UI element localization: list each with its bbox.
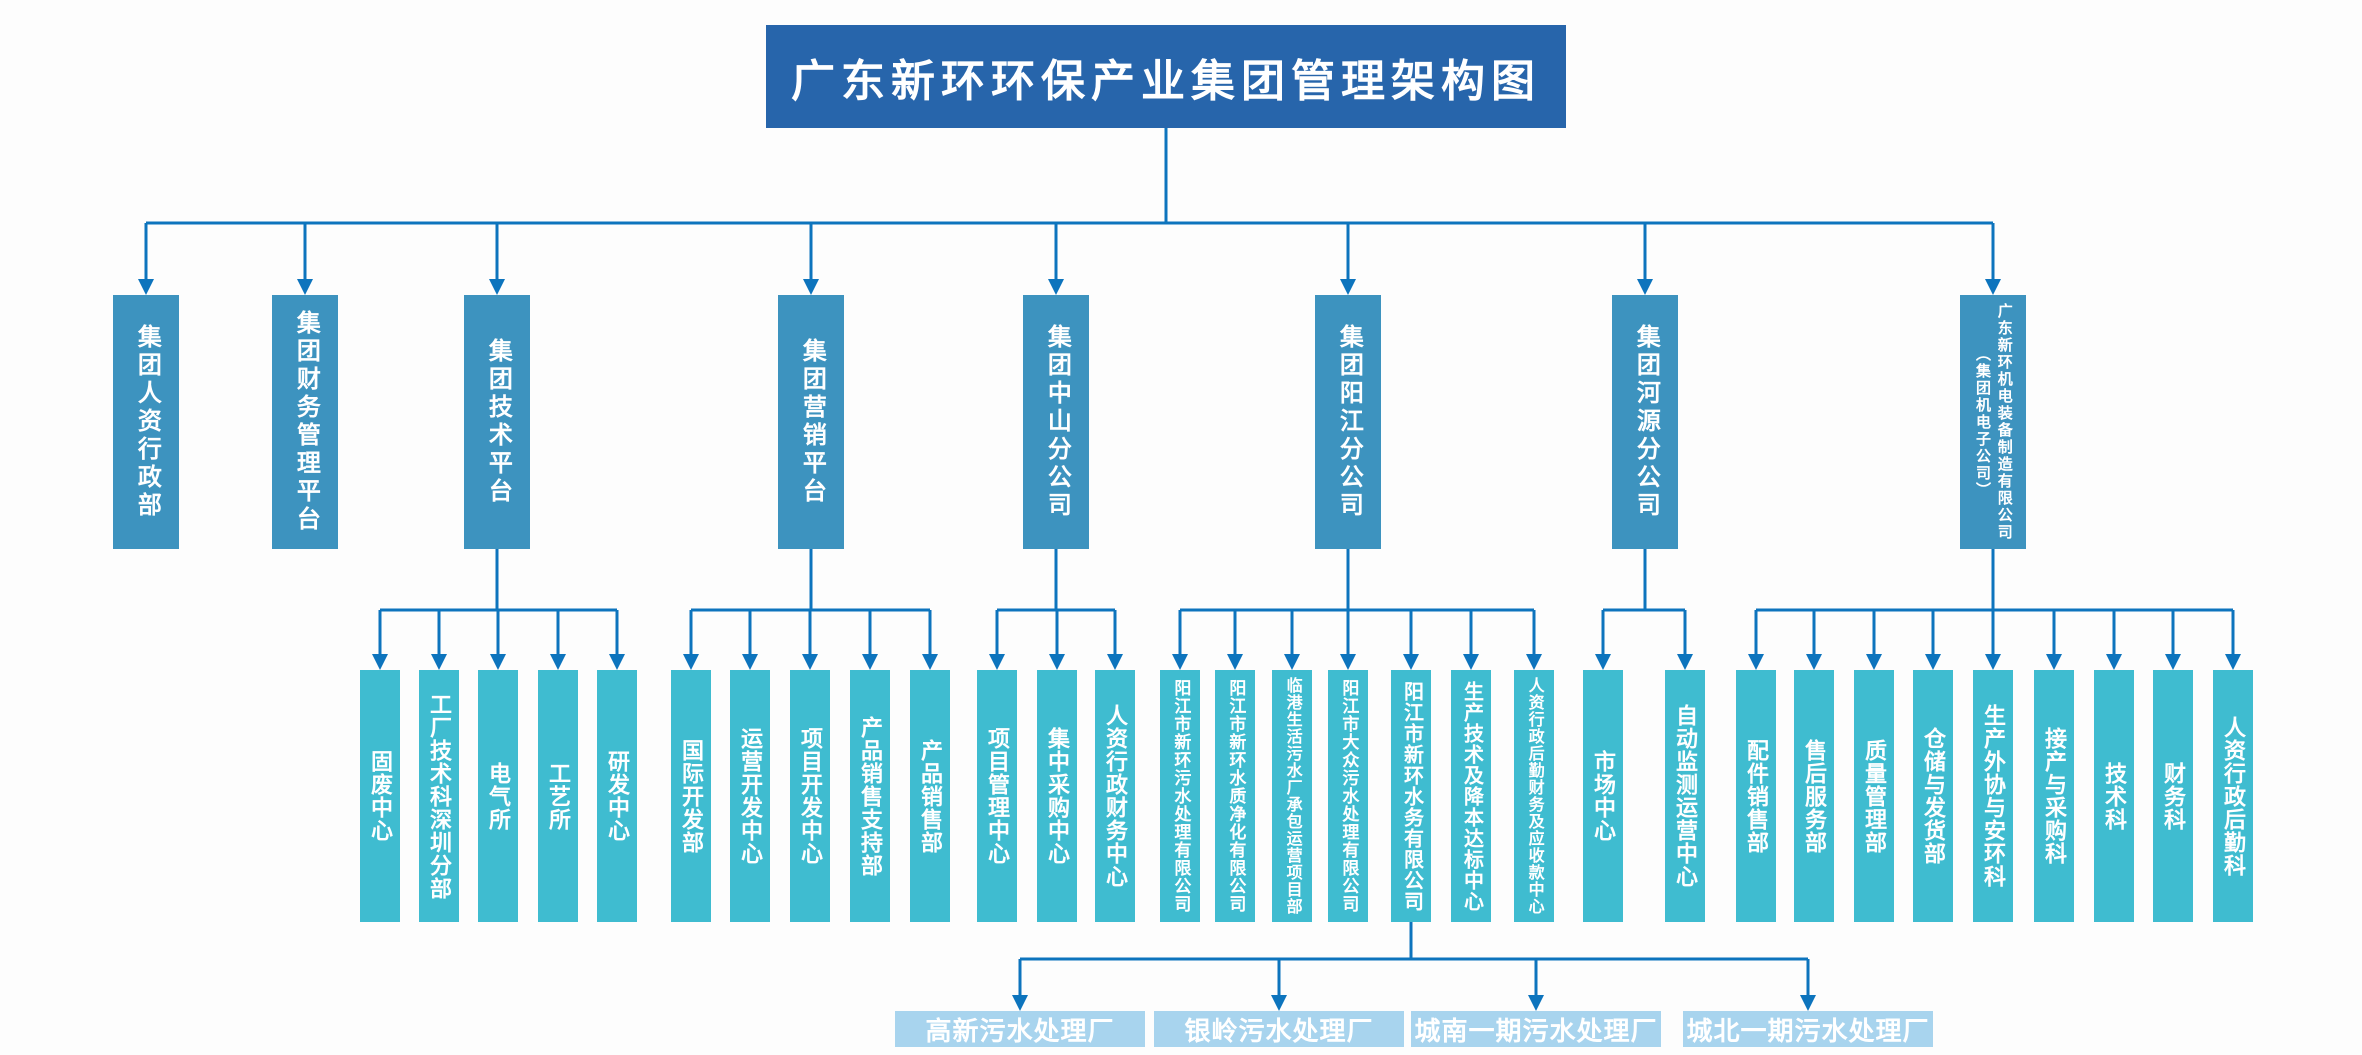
org-node-label: 集团河源分公司 — [1632, 324, 1660, 520]
org-node-label: 国际开发部 — [678, 738, 704, 854]
org-node-level3: 技术科 — [2094, 670, 2134, 922]
org-node-level3: 临港生活污水厂承包运营项目部 — [1272, 670, 1312, 922]
org-node-label: 生产技术及降本达标中心 — [1460, 680, 1483, 912]
org-node-label: 阳江市大众污水处理有限公司 — [1339, 679, 1359, 913]
org-node-label: 临港生活污水厂承包运营项目部 — [1283, 677, 1301, 915]
org-node-label: 集中采购中心 — [1044, 727, 1070, 865]
org-node-label: 银岭污水处理厂 — [1184, 1015, 1374, 1046]
org-node-label: 阳江市新环水务有限公司 — [1400, 680, 1423, 912]
org-node-label: 固废中心 — [367, 750, 393, 842]
org-node-level3: 产品销售部 — [910, 670, 950, 922]
org-node-level4: 城南一期污水处理厂 — [1411, 1011, 1661, 1047]
org-node-level3: 运营开发中心 — [730, 670, 770, 922]
org-node-level3: 电气所 — [478, 670, 518, 922]
org-node-level3: 集中采购中心 — [1037, 670, 1077, 922]
org-node-label: 人资行政财务中心 — [1102, 704, 1128, 888]
org-node-level3: 阳江市大众污水处理有限公司 — [1328, 670, 1368, 922]
org-node-level2: 广东新环机电装备制造有限公司（集团机电子公司） — [1960, 295, 2026, 549]
org-node-label: 市场中心 — [1590, 750, 1616, 842]
org-node-level3: 产品销售支持部 — [850, 670, 890, 922]
org-node-level3: 项目管理中心 — [977, 670, 1017, 922]
org-node-label: 集团阳江分公司 — [1335, 324, 1363, 520]
org-node-label: 城南一期污水处理厂 — [1414, 1015, 1658, 1046]
org-node-level3: 工厂技术科深圳分部 — [419, 670, 459, 922]
org-node-level3: 售后服务部 — [1794, 670, 1834, 922]
org-node-label: 电气所 — [485, 761, 511, 831]
org-node-level3: 市场中心 — [1583, 670, 1623, 922]
org-node-level2: 集团财务管理平台 — [272, 295, 338, 549]
org-node-level4: 城北一期污水处理厂 — [1683, 1011, 1933, 1047]
org-node-label: 工厂技术科深圳分部 — [426, 692, 452, 900]
org-node-level3: 人资行政后勤科 — [2213, 670, 2253, 922]
org-node-level3: 自动监测运营中心 — [1665, 670, 1705, 922]
org-node-level3: 人资行政后勤财务及应收款中心 — [1514, 670, 1554, 922]
org-node-label: 工艺所 — [545, 761, 571, 831]
org-node-label: 城北一期污水处理厂 — [1686, 1015, 1930, 1046]
org-node-level2: 集团中山分公司 — [1023, 295, 1089, 549]
org-node-level2: 集团人资行政部 — [113, 295, 179, 549]
org-node-label: 财务科 — [2160, 761, 2186, 831]
org-node-level3: 研发中心 — [597, 670, 637, 922]
org-node-label: 配件销售部 — [1743, 738, 1769, 854]
org-node-label: 接产与采购科 — [2041, 727, 2067, 865]
org-node-label: 生产外协与安环科 — [1980, 704, 2006, 888]
org-node-level3: 配件销售部 — [1736, 670, 1776, 922]
org-node-level4: 银岭污水处理厂 — [1154, 1011, 1404, 1047]
org-node-label: 自动监测运营中心 — [1672, 704, 1698, 888]
org-node-label: 阳江市新环污水处理有限公司 — [1171, 679, 1191, 913]
org-node-level3: 生产技术及降本达标中心 — [1451, 670, 1491, 922]
org-node-level3: 质量管理部 — [1854, 670, 1894, 922]
org-node-label: 售后服务部 — [1801, 738, 1827, 854]
org-node-level3: 国际开发部 — [671, 670, 711, 922]
org-node-label: 研发中心 — [604, 750, 630, 842]
org-node-label: 集团技术平台 — [484, 338, 512, 506]
org-node-level2: 集团技术平台 — [464, 295, 530, 549]
org-node-level3: 项目开发中心 — [790, 670, 830, 922]
org-node-label: 质量管理部 — [1861, 738, 1887, 854]
org-node-label: 项目管理中心 — [984, 727, 1010, 865]
org-node-level3: 生产外协与安环科 — [1973, 670, 2013, 922]
org-node-label: 仓储与发货部 — [1920, 727, 1946, 865]
org-node-label: 集团中山分公司 — [1043, 324, 1071, 520]
org-node-label: 人资行政后勤财务及应收款中心 — [1525, 677, 1543, 915]
org-node-level2: 集团阳江分公司 — [1315, 295, 1381, 549]
org-node-level3: 固废中心 — [360, 670, 400, 922]
org-node-level3: 仓储与发货部 — [1913, 670, 1953, 922]
org-node-label: 阳江市新环水质净化有限公司 — [1226, 679, 1246, 913]
org-node-level3: 阳江市新环水务有限公司 — [1391, 670, 1431, 922]
org-node-label: 集团人资行政部 — [133, 324, 161, 520]
org-node-label: 产品销售部 — [917, 738, 943, 854]
org-node-level3: 人资行政财务中心 — [1095, 670, 1135, 922]
org-node-label: 人资行政后勤科 — [2220, 715, 2246, 877]
org-node-level3: 阳江市新环污水处理有限公司 — [1160, 670, 1200, 922]
org-node-label: 项目开发中心 — [797, 727, 823, 865]
org-node-label: 运营开发中心 — [737, 727, 763, 865]
org-node-label: 集团营销平台 — [798, 338, 826, 506]
org-node-level3: 阳江市新环水质净化有限公司 — [1215, 670, 1255, 922]
org-node-level2: 集团营销平台 — [778, 295, 844, 549]
chart-title: 广东新环环保产业集团管理架构图 — [766, 25, 1566, 128]
org-node-level3: 财务科 — [2153, 670, 2193, 922]
org-node-label: 高新污水处理厂 — [925, 1015, 1115, 1046]
org-node-label: 广东新环机电装备制造有限公司（集团机电子公司） — [1974, 303, 2013, 541]
org-node-level4: 高新污水处理厂 — [895, 1011, 1145, 1047]
org-node-level3: 工艺所 — [538, 670, 578, 922]
org-node-level2: 集团河源分公司 — [1612, 295, 1678, 549]
org-node-label: 集团财务管理平台 — [292, 310, 320, 534]
org-node-label: 技术科 — [2101, 761, 2127, 831]
org-node-level3: 接产与采购科 — [2034, 670, 2074, 922]
org-node-label: 产品销售支持部 — [857, 715, 883, 877]
